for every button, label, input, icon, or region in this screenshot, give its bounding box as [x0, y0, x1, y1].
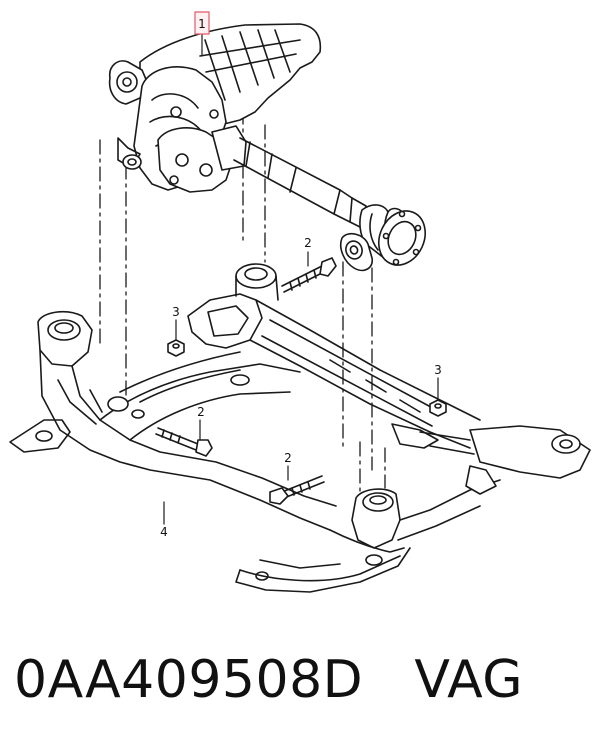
- callout-3-left-label: 3: [172, 305, 180, 319]
- washer-left-front: [131, 409, 145, 419]
- bolt-left-lower: [155, 427, 213, 457]
- nut-left: [167, 339, 185, 357]
- callout-2-upper-label: 2: [304, 236, 312, 250]
- brand-name: VAG: [414, 650, 524, 710]
- leader-lines: [163, 33, 439, 525]
- bolt-upper: [281, 257, 337, 293]
- callout-2-left-label: 2: [197, 405, 205, 419]
- nut-right: [429, 399, 447, 417]
- part-number: 0AA409508D: [14, 650, 364, 710]
- callout-1: 1: [194, 11, 210, 35]
- subframe: [9, 263, 591, 593]
- part-number-caption: 0AA409508D VAG: [14, 640, 594, 720]
- bolt-right-lower: [269, 475, 325, 505]
- exploded-parts-diagram: 1 2 2 2 3 3 4: [9, 11, 591, 593]
- callout-2-right-label: 2: [284, 451, 292, 465]
- differential-assembly: [108, 23, 426, 272]
- callout-1-highlight: [194, 11, 210, 35]
- callout-3-right-label: 3: [434, 363, 442, 377]
- callout-1-label: 1: [198, 17, 206, 31]
- caption-gap: [363, 650, 414, 710]
- assembly-guide-lines: [99, 109, 386, 496]
- callout-4-label: 4: [160, 525, 168, 539]
